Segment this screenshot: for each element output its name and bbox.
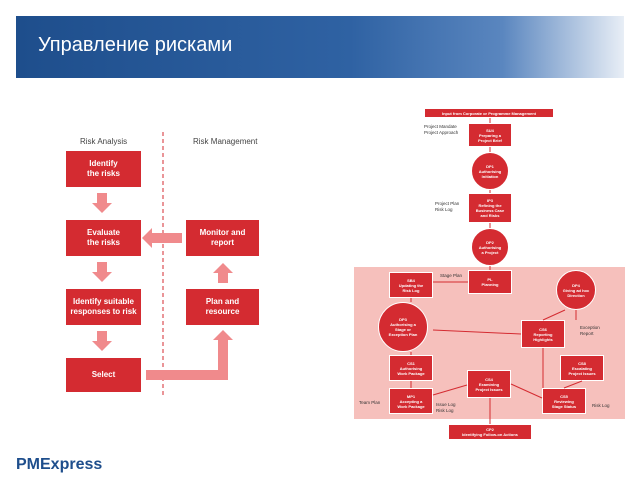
logo-express: Express <box>40 456 103 473</box>
sb4-label: SB4 Updating the Risk Log <box>398 277 424 293</box>
cs1-box: CS1 Authorising Work Package <box>389 355 433 381</box>
issue-log-label: Issue Log Risk Log <box>436 402 456 413</box>
arrow-plan-monitor <box>213 263 233 283</box>
risk-analysis-heading: Risk Analysis <box>80 137 128 146</box>
title-banner <box>16 16 624 78</box>
cs5-label: CS5 Reviewing Stage Status <box>551 393 577 409</box>
cs4-box: CS4 Examining Project Issues <box>467 370 511 398</box>
sb4-box: SB4 Updating the Risk Log <box>389 272 433 298</box>
input-box: Input from Corporate or Programme Manage… <box>424 108 554 118</box>
input-label: Input from Corporate or Programme Manage… <box>441 110 536 116</box>
cs6-label: CS6 Reporting Highlights <box>533 326 553 342</box>
exception-report-label: Exception Report <box>580 325 600 336</box>
select-box: Select <box>66 358 141 392</box>
arrow-evaluate-responses <box>92 262 112 282</box>
cp2-box: CP2 Identifying Follow-on Actions <box>448 424 532 440</box>
evaluate-risks-box: Evaluate the risks <box>66 220 141 256</box>
cs8-box: CS8 Escalating Project Issues <box>560 355 604 381</box>
logo-pm: PM <box>16 456 40 473</box>
arrow-identify-evaluate <box>92 193 112 213</box>
monitor-report-box: Monitor and report <box>186 220 259 256</box>
arrows-left <box>92 193 233 380</box>
evaluate-risks-label: Evaluate the risks <box>87 228 120 247</box>
identify-responses-box: Identify suitable responses to risk <box>66 289 141 325</box>
flow-connectors <box>410 118 583 424</box>
identify-responses-label: Identify suitable responses to risk <box>70 297 137 316</box>
identify-risks-label: Identify the risks <box>87 159 120 178</box>
cs8-label: CS8 Escalating Project Issues <box>568 360 596 376</box>
dp3-circle: DP3 Authorising a Stage or Exception Pla… <box>378 302 428 352</box>
plan-resource-label: Plan and resource <box>205 297 240 316</box>
dp3-label: DP3 Authorising a Stage or Exception Pla… <box>388 317 418 337</box>
stage-plan-label: Stage Plan <box>440 273 463 278</box>
ip3-label: IP3 Refining the Business Case and Risks <box>475 198 505 218</box>
cs6-box: CS6 Reporting Highlights <box>521 320 565 348</box>
select-label: Select <box>91 370 116 379</box>
mp1-label: MP1 Accepting a Work Package <box>397 393 425 409</box>
risk-log-label: Risk Log <box>592 403 610 408</box>
dp4-circle: DP4 Giving ad hoc Direction <box>556 270 596 310</box>
arrow-monitor-evaluate <box>142 228 182 248</box>
project-plan-label: Project Plan Risk Log <box>435 201 460 212</box>
risk-management-heading: Risk Management <box>193 137 258 146</box>
cp2-label: CP2 Identifying Follow-on Actions <box>462 427 518 437</box>
cs1-label: CS1 Authorising Work Package <box>397 360 425 376</box>
dp1-label: DP1 Authorising Initiation <box>478 163 502 179</box>
cs5-box: CS5 Reviewing Stage Status <box>542 388 586 414</box>
pl-label: PL Planning <box>481 277 499 287</box>
page-title: Управление рисками <box>38 34 233 56</box>
cs4-label: CS4 Examining Project Issues <box>475 376 503 392</box>
monitor-report-label: Monitor and report <box>199 228 246 247</box>
mandate-label: Project Mandate Project Approach <box>424 124 459 135</box>
dp4-label: DP4 Giving ad hoc Direction <box>562 282 590 298</box>
pmexpress-logo: PMExpress <box>16 456 102 474</box>
pl-box: PL Planning <box>468 270 512 294</box>
arrow-responses-select <box>92 331 112 351</box>
ip3-box: IP3 Refining the Business Case and Risks <box>468 193 512 223</box>
dp2-label: DP2 Authorising a Project <box>478 239 502 255</box>
su4-box: SU4 Preparing a Project Brief <box>468 123 512 147</box>
identify-risks-box: Identify the risks <box>66 151 141 187</box>
mp1-box: MP1 Accepting a Work Package <box>389 388 433 414</box>
dp1-circle: DP1 Authorising Initiation <box>471 152 509 190</box>
team-plan-label: Team Plan <box>359 400 381 405</box>
plan-resource-box: Plan and resource <box>186 289 259 325</box>
dp2-circle: DP2 Authorising a Project <box>471 228 509 266</box>
arrow-select-plan <box>146 330 233 380</box>
su4-label: SU4 Preparing a Project Brief <box>478 127 502 143</box>
